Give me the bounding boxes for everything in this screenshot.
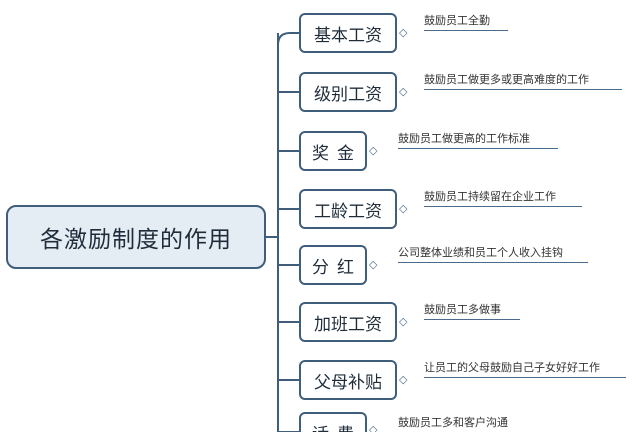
connector-diamond-icon: ◇ [369,258,378,271]
branch-note-6: 鼓励员工多做事 [424,303,520,320]
connector-diamond-icon: ◇ [399,373,408,386]
branch-node-6[interactable]: 加班工资 [299,302,397,342]
branch-node-2[interactable]: 级别工资 [299,72,397,112]
branch-note-8: 鼓励员工多和客户沟通 [398,416,548,432]
branch-link-1 [277,32,299,46]
branch-node-7[interactable]: 父母补贴 [299,360,397,400]
branch-note-2: 鼓励员工做更多或更高难度的工作 [424,73,622,90]
branch-node-1[interactable]: 基本工资 [299,13,397,53]
branch-note-4: 鼓励员工持续留在企业工作 [424,190,582,207]
connector-diamond-icon: ◇ [399,315,408,328]
connector-diamond-icon: ◇ [399,202,408,215]
connector-diamond-icon: ◇ [369,423,378,432]
branch-node-5[interactable]: 分红 [299,245,367,285]
connector-diamond-icon: ◇ [399,26,408,39]
branch-note-1: 鼓励员工全勤 [424,14,508,31]
branch-node-3[interactable]: 奖金 [299,131,367,171]
branch-note-5: 公司整体业绩和员工个人收入挂钩 [398,246,588,263]
connector-diamond-icon: ◇ [399,85,408,98]
branch-note-7: 让员工的父母鼓励自己子女好好工作 [424,361,626,378]
connector-diamond-icon: ◇ [369,144,378,157]
branch-note-3: 鼓励员工做更高的工作标准 [398,132,558,149]
central-topic[interactable]: 各激励制度的作用 [6,205,266,269]
branch-node-8[interactable]: 话费 [299,412,367,432]
branch-node-4[interactable]: 工龄工资 [299,189,397,229]
